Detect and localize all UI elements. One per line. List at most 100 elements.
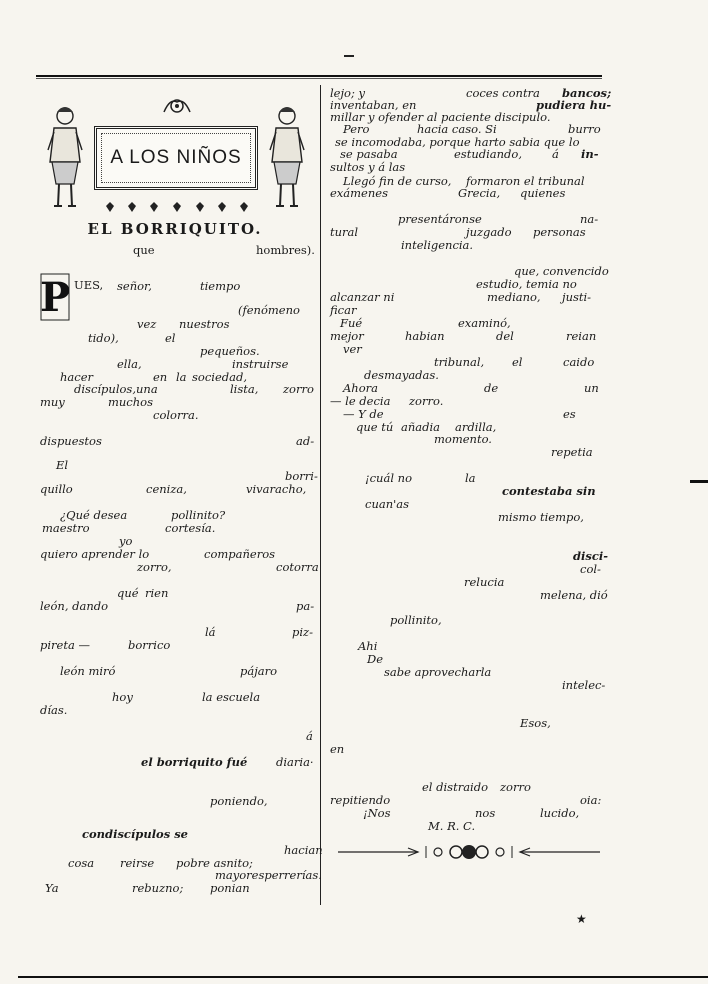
right-word: mismo tiempo,: [498, 510, 584, 524]
right-word: burro: [568, 122, 601, 136]
left-word: borri-: [285, 469, 318, 483]
right-word: contestaba sin: [502, 484, 596, 498]
right-word: estudiando,: [454, 147, 522, 161]
top-rule: [36, 75, 602, 77]
left-word: qué: [117, 586, 139, 600]
right-word: repetia: [551, 445, 593, 459]
left-word: pa-: [296, 599, 315, 613]
left-word: el borriquito fué: [141, 755, 248, 769]
right-word: lucido,: [540, 806, 580, 820]
subtitle-word: hombres).: [256, 243, 315, 257]
left-word: mayoresperrerías.: [215, 868, 322, 882]
right-word: que tú: [356, 420, 394, 434]
right-word: zorro.: [409, 394, 444, 408]
title-frame: A LOS NIÑOS: [94, 126, 258, 190]
right-word: juzgado: [466, 225, 512, 239]
subtitle-word: que: [133, 243, 155, 257]
right-word: un: [584, 381, 599, 395]
left-word: yo: [119, 534, 133, 548]
right-word: in-: [581, 147, 599, 161]
left-word: ella,: [117, 357, 142, 371]
right-word: repitiendo: [330, 793, 391, 807]
left-word: muy: [40, 395, 65, 409]
right-word: ficar: [330, 303, 357, 317]
left-word: instruirse: [232, 357, 289, 371]
dropcap-letter-icon: P: [40, 273, 70, 321]
right-word: presentáronse: [398, 212, 482, 226]
left-word: nuestros: [179, 317, 230, 331]
left-word: cotorra: [276, 560, 319, 574]
left-word: sociedad,: [192, 370, 247, 384]
right-word: momento.: [434, 432, 492, 446]
right-word: exámenes: [330, 186, 388, 200]
left-word: quiero aprender lo: [40, 547, 150, 561]
right-word: de: [484, 381, 499, 395]
right-word: quienes: [520, 186, 566, 200]
right-word: es: [563, 407, 576, 421]
left-word: rebuzno;: [132, 881, 184, 895]
right-word: melena, dió: [540, 588, 608, 602]
left-word: hacian: [284, 843, 323, 857]
left-word: zorro,: [137, 560, 172, 574]
left-word: hoy: [112, 690, 133, 704]
right-word: zorro: [500, 780, 531, 794]
left-word: piz-: [292, 625, 313, 639]
left-word: en: [153, 370, 168, 384]
right-word: añadia: [401, 420, 441, 434]
right-word: — le decia: [330, 394, 391, 408]
right-word: inteligencia.: [401, 238, 474, 252]
right-word: lejo; y: [330, 86, 365, 100]
left-word: pequeños.: [200, 344, 260, 358]
left-word: poniendo,: [210, 794, 268, 808]
left-word: dispuestos: [40, 434, 102, 448]
left-word: zorro: [283, 382, 314, 396]
right-word: disci-: [573, 549, 609, 563]
top-rule-thin: [36, 78, 602, 79]
right-word: Ahi: [358, 639, 378, 653]
section-header: A LOS NIÑOS: [40, 92, 310, 222]
page-star-mark: ★: [576, 912, 587, 926]
right-word: mejor: [330, 329, 364, 343]
left-word: tiempo: [200, 279, 241, 293]
section-title: A LOS NIÑOS: [110, 147, 242, 168]
child-figure-right-icon: [269, 107, 305, 207]
right-word: sultos y á las: [330, 160, 406, 174]
left-word: maestro: [42, 521, 90, 535]
left-word: león miró: [60, 664, 116, 678]
right-word: — Y de: [343, 407, 384, 421]
right-word: en: [330, 742, 345, 756]
left-word: días.: [40, 703, 68, 717]
left-word: diaria·: [276, 755, 314, 769]
left-word: pollinito?: [171, 508, 226, 522]
right-word: Ahora: [343, 381, 378, 395]
left-word: una: [136, 382, 158, 396]
right-word: coces contra: [466, 86, 540, 100]
right-word: alcanzar ni: [330, 290, 395, 304]
left-word: compañeros: [204, 547, 276, 561]
right-word: se incomodaba, porque harto sabia que lo: [335, 135, 580, 149]
left-word: El: [56, 458, 69, 472]
right-word: relucia: [464, 575, 505, 589]
right-word: M. R. C.: [428, 819, 476, 833]
right-word: nos: [475, 806, 496, 820]
left-word: (fenómeno: [238, 303, 300, 317]
left-word: el: [165, 331, 176, 345]
right-word: habian: [405, 329, 445, 343]
left-word: muchos: [108, 395, 153, 409]
left-word: cortesía.: [165, 521, 216, 535]
left-word: vivaracho,: [246, 482, 307, 496]
left-word: borrico: [128, 638, 171, 652]
right-word: cuan'as: [365, 497, 410, 511]
right-word: examinó,: [458, 316, 511, 330]
left-word: vez: [137, 317, 157, 331]
right-word: sabe aprovecharla: [384, 665, 492, 679]
right-word: mediano,: [487, 290, 541, 304]
right-word: tribunal,: [434, 355, 485, 369]
left-word: lista,: [230, 382, 259, 396]
right-word: personas: [533, 225, 586, 239]
right-word: col-: [580, 562, 601, 576]
right-word: ardilla,: [455, 420, 497, 434]
right-word: á: [552, 147, 559, 161]
right-word: formaron el tribunal: [466, 174, 585, 188]
